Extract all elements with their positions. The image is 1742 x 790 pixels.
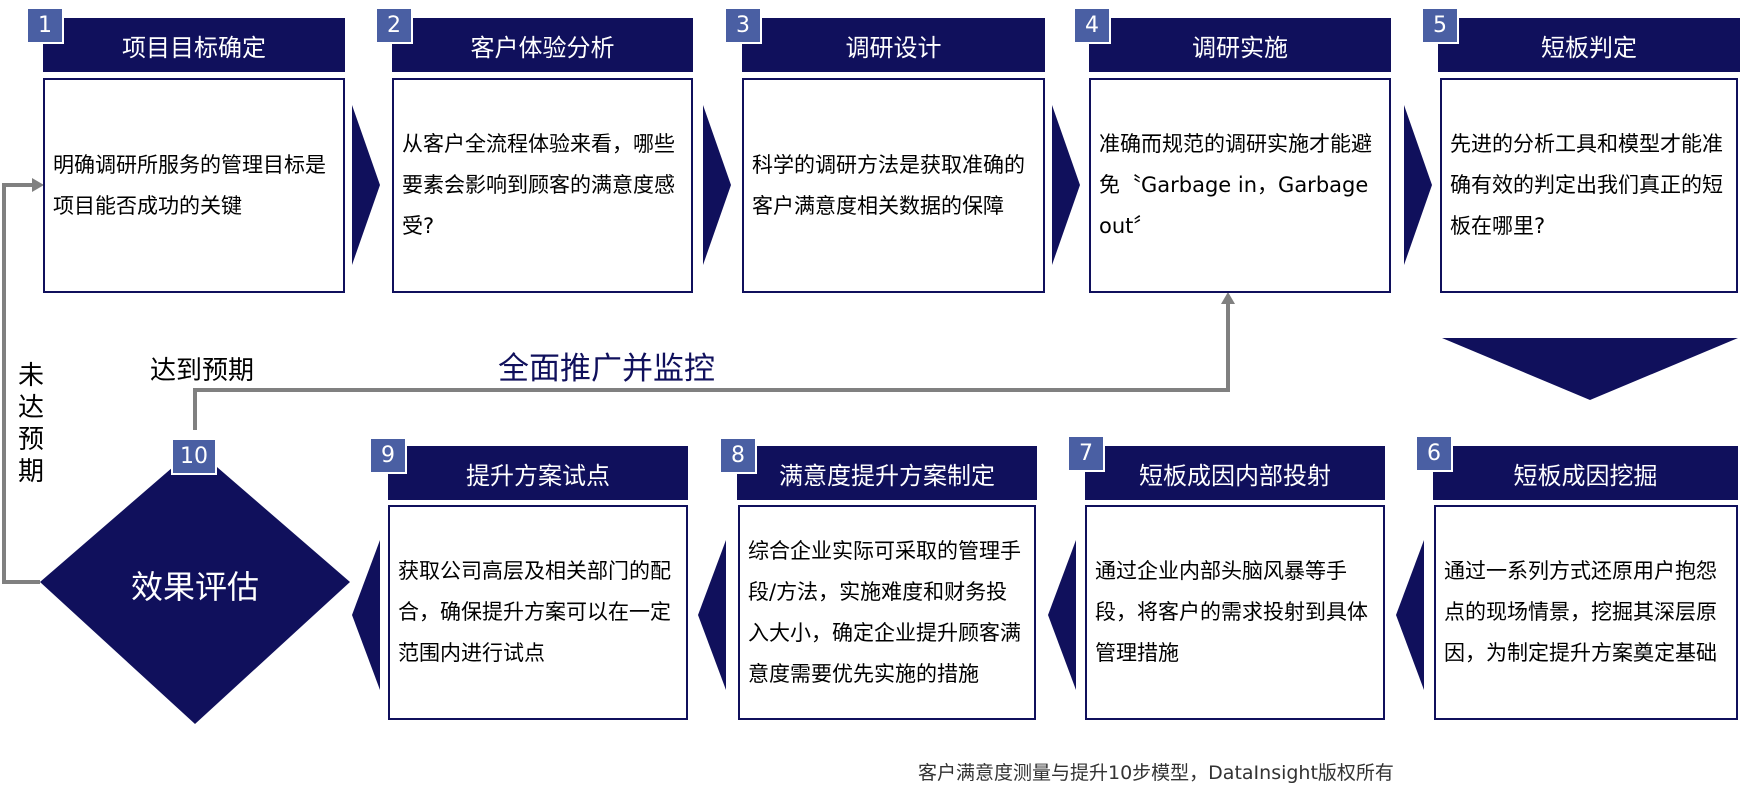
not-reached-arrowhead <box>32 178 44 192</box>
step-desc-3: 科学的调研方法是获取准确的客户满意度相关数据的保障 <box>752 152 1025 218</box>
step-box-9: 获取公司高层及相关部门的配合，确保提升方案可以在一定范围内进行试点 <box>388 505 688 720</box>
step-box-5: 先进的分析工具和模型才能准确有效的判定出我们真正的短板在哪里? <box>1440 78 1738 293</box>
step-number-7: 7 <box>1067 435 1105 472</box>
step-box-6: 通过一系列方式还原用户抱怨点的现场情景，挖掘其深层原因，为制定提升方案奠定基础 <box>1434 505 1738 720</box>
arrow-9-10 <box>352 540 380 690</box>
step-number-3: 3 <box>724 7 762 44</box>
reached-connector <box>193 300 1230 430</box>
step-number-1: 1 <box>26 7 64 44</box>
step-number-2: 2 <box>375 7 413 44</box>
evaluation-diamond <box>40 448 350 724</box>
step-number-8: 8 <box>719 437 757 474</box>
step-number-6: 6 <box>1415 435 1453 472</box>
caption: 客户满意度测量与提升10步模型，DataInsight版权所有 <box>918 762 1394 784</box>
arrow-8-9 <box>698 540 726 690</box>
step-title-10: 效果评估 <box>130 568 259 606</box>
step-number-10: 10 <box>171 438 217 475</box>
step-desc-9: 获取公司高层及相关部门的配合，确保提升方案可以在一定范围内进行试点 <box>398 559 671 665</box>
rollout-label: 全面推广并监控 <box>498 351 715 387</box>
step-desc-1: 明确调研所服务的管理目标是项目能否成功的关键 <box>53 152 326 218</box>
step-desc-5: 先进的分析工具和模型才能准确有效的判定出我们真正的短板在哪里? <box>1450 132 1723 238</box>
reached-label: 达到预期 <box>150 356 255 386</box>
step-box-7: 通过企业内部头脑风暴等手段，将客户的需求投射到具体管理措施 <box>1085 505 1385 720</box>
not-reached-label: 未达预期 <box>17 361 44 487</box>
step-desc-7: 通过企业内部头脑风暴等手段，将客户的需求投射到具体管理措施 <box>1095 559 1368 665</box>
step-desc-8: 综合企业实际可采取的管理手段/方法，实施难度和财务投入大小，确定企业提升顾客满意… <box>748 538 1021 686</box>
reached-arrowhead <box>1221 292 1235 304</box>
arrow-7-8 <box>1048 540 1076 690</box>
arrow-6-7 <box>1396 540 1424 690</box>
step-title-3: 调研设计 <box>742 18 1045 72</box>
step-box-4: 准确而规范的调研实施才能避免〝Garbage in，Garbage out〞 <box>1089 78 1391 293</box>
step-title-1: 项目目标确定 <box>43 18 345 72</box>
step-box-1: 明确调研所服务的管理目标是项目能否成功的关键 <box>43 78 345 293</box>
step-box-3: 科学的调研方法是获取准确的客户满意度相关数据的保障 <box>742 78 1045 293</box>
step-number-9: 9 <box>369 437 407 474</box>
step-title-7: 短板成因内部投射 <box>1085 446 1385 500</box>
arrow-2-3 <box>703 105 731 265</box>
step-desc-4: 准确而规范的调研实施才能避免〝Garbage in，Garbage out〞 <box>1099 132 1372 238</box>
arrow-4-5 <box>1404 105 1432 265</box>
step-title-6: 短板成因挖掘 <box>1433 446 1738 500</box>
step-box-8: 综合企业实际可采取的管理手段/方法，实施难度和财务投入大小，确定企业提升顾客满意… <box>738 505 1036 720</box>
step-title-2: 客户体验分析 <box>392 18 693 72</box>
step-number-5: 5 <box>1421 7 1459 44</box>
step-title-4: 调研实施 <box>1089 18 1391 72</box>
arrow-1-2 <box>352 105 380 265</box>
step-title-9: 提升方案试点 <box>388 446 688 500</box>
arrow-3-4 <box>1052 105 1080 265</box>
step-title-8: 满意度提升方案制定 <box>737 446 1037 500</box>
step-title-5: 短板判定 <box>1438 18 1740 72</box>
step-desc-6: 通过一系列方式还原用户抱怨点的现场情景，挖掘其深层原因，为制定提升方案奠定基础 <box>1444 559 1717 665</box>
not-reached-connector <box>2 183 40 584</box>
step-desc-2: 从客户全流程体验来看，哪些要素会影响到顾客的满意度感受? <box>402 132 675 238</box>
step-box-2: 从客户全流程体验来看，哪些要素会影响到顾客的满意度感受? <box>392 78 693 293</box>
step-number-4: 4 <box>1073 7 1111 44</box>
arrow-5-6 <box>1442 338 1738 400</box>
